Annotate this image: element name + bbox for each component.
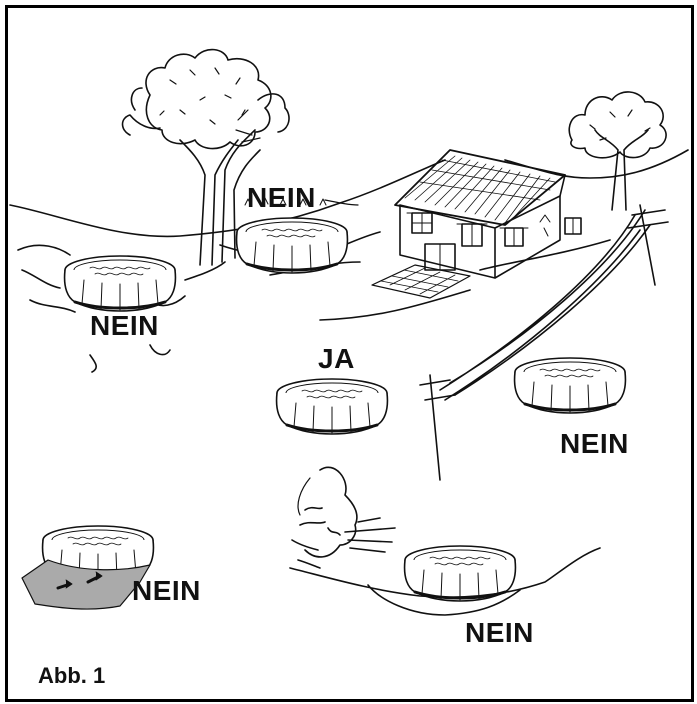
pool-correct-location (275, 377, 389, 436)
figure-caption: Abb. 1 (38, 663, 106, 688)
wind-ground (289, 547, 601, 616)
house (371, 149, 582, 299)
pool-under-powerline (513, 356, 627, 415)
slope-ground (21, 559, 151, 610)
grass-tufts (244, 197, 327, 206)
hill-line (9, 149, 689, 238)
tree-left (121, 48, 290, 266)
tree-right (568, 91, 667, 211)
label-pointer (324, 199, 359, 206)
label-nein-left: NEIN (90, 310, 159, 341)
label-ja-center: JA (318, 343, 355, 374)
pool-under-trees (235, 216, 349, 275)
label-nein-slope: NEIN (132, 575, 201, 606)
terrain-lines-left (17, 244, 281, 373)
label-nein-wind: NEIN (465, 617, 534, 648)
label-nein-powerline: NEIN (560, 428, 629, 459)
wind-face (291, 466, 396, 569)
power-lines (419, 204, 669, 481)
pool-left-depression (63, 254, 177, 313)
label-nein-trees: NEIN (247, 182, 316, 213)
